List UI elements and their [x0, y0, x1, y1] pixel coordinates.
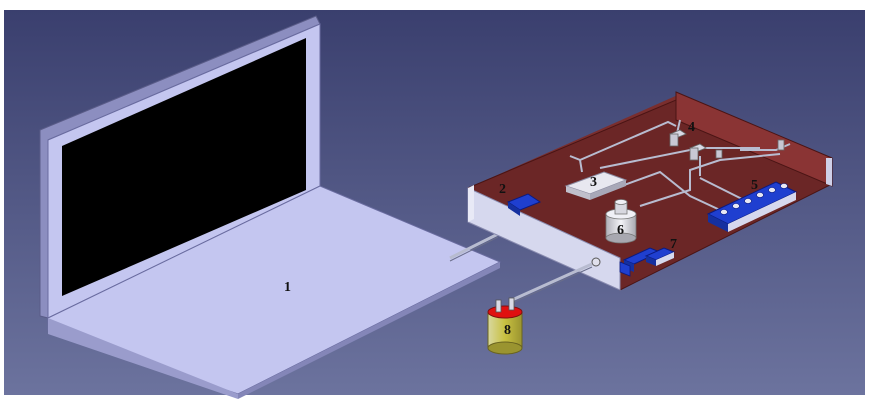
label-component-3: 3 [590, 175, 597, 190]
label-component-7: 7 [670, 237, 677, 252]
label-component-6: 6 [617, 223, 624, 238]
label-component-4: 4 [688, 120, 695, 135]
label-component-8: 8 [504, 323, 511, 338]
enclosure-left-wall [468, 185, 474, 222]
label-laptop: 1 [284, 280, 291, 295]
probe-jack [592, 258, 600, 266]
label-component-5: 5 [751, 178, 758, 193]
label-component-2: 2 [499, 182, 506, 197]
